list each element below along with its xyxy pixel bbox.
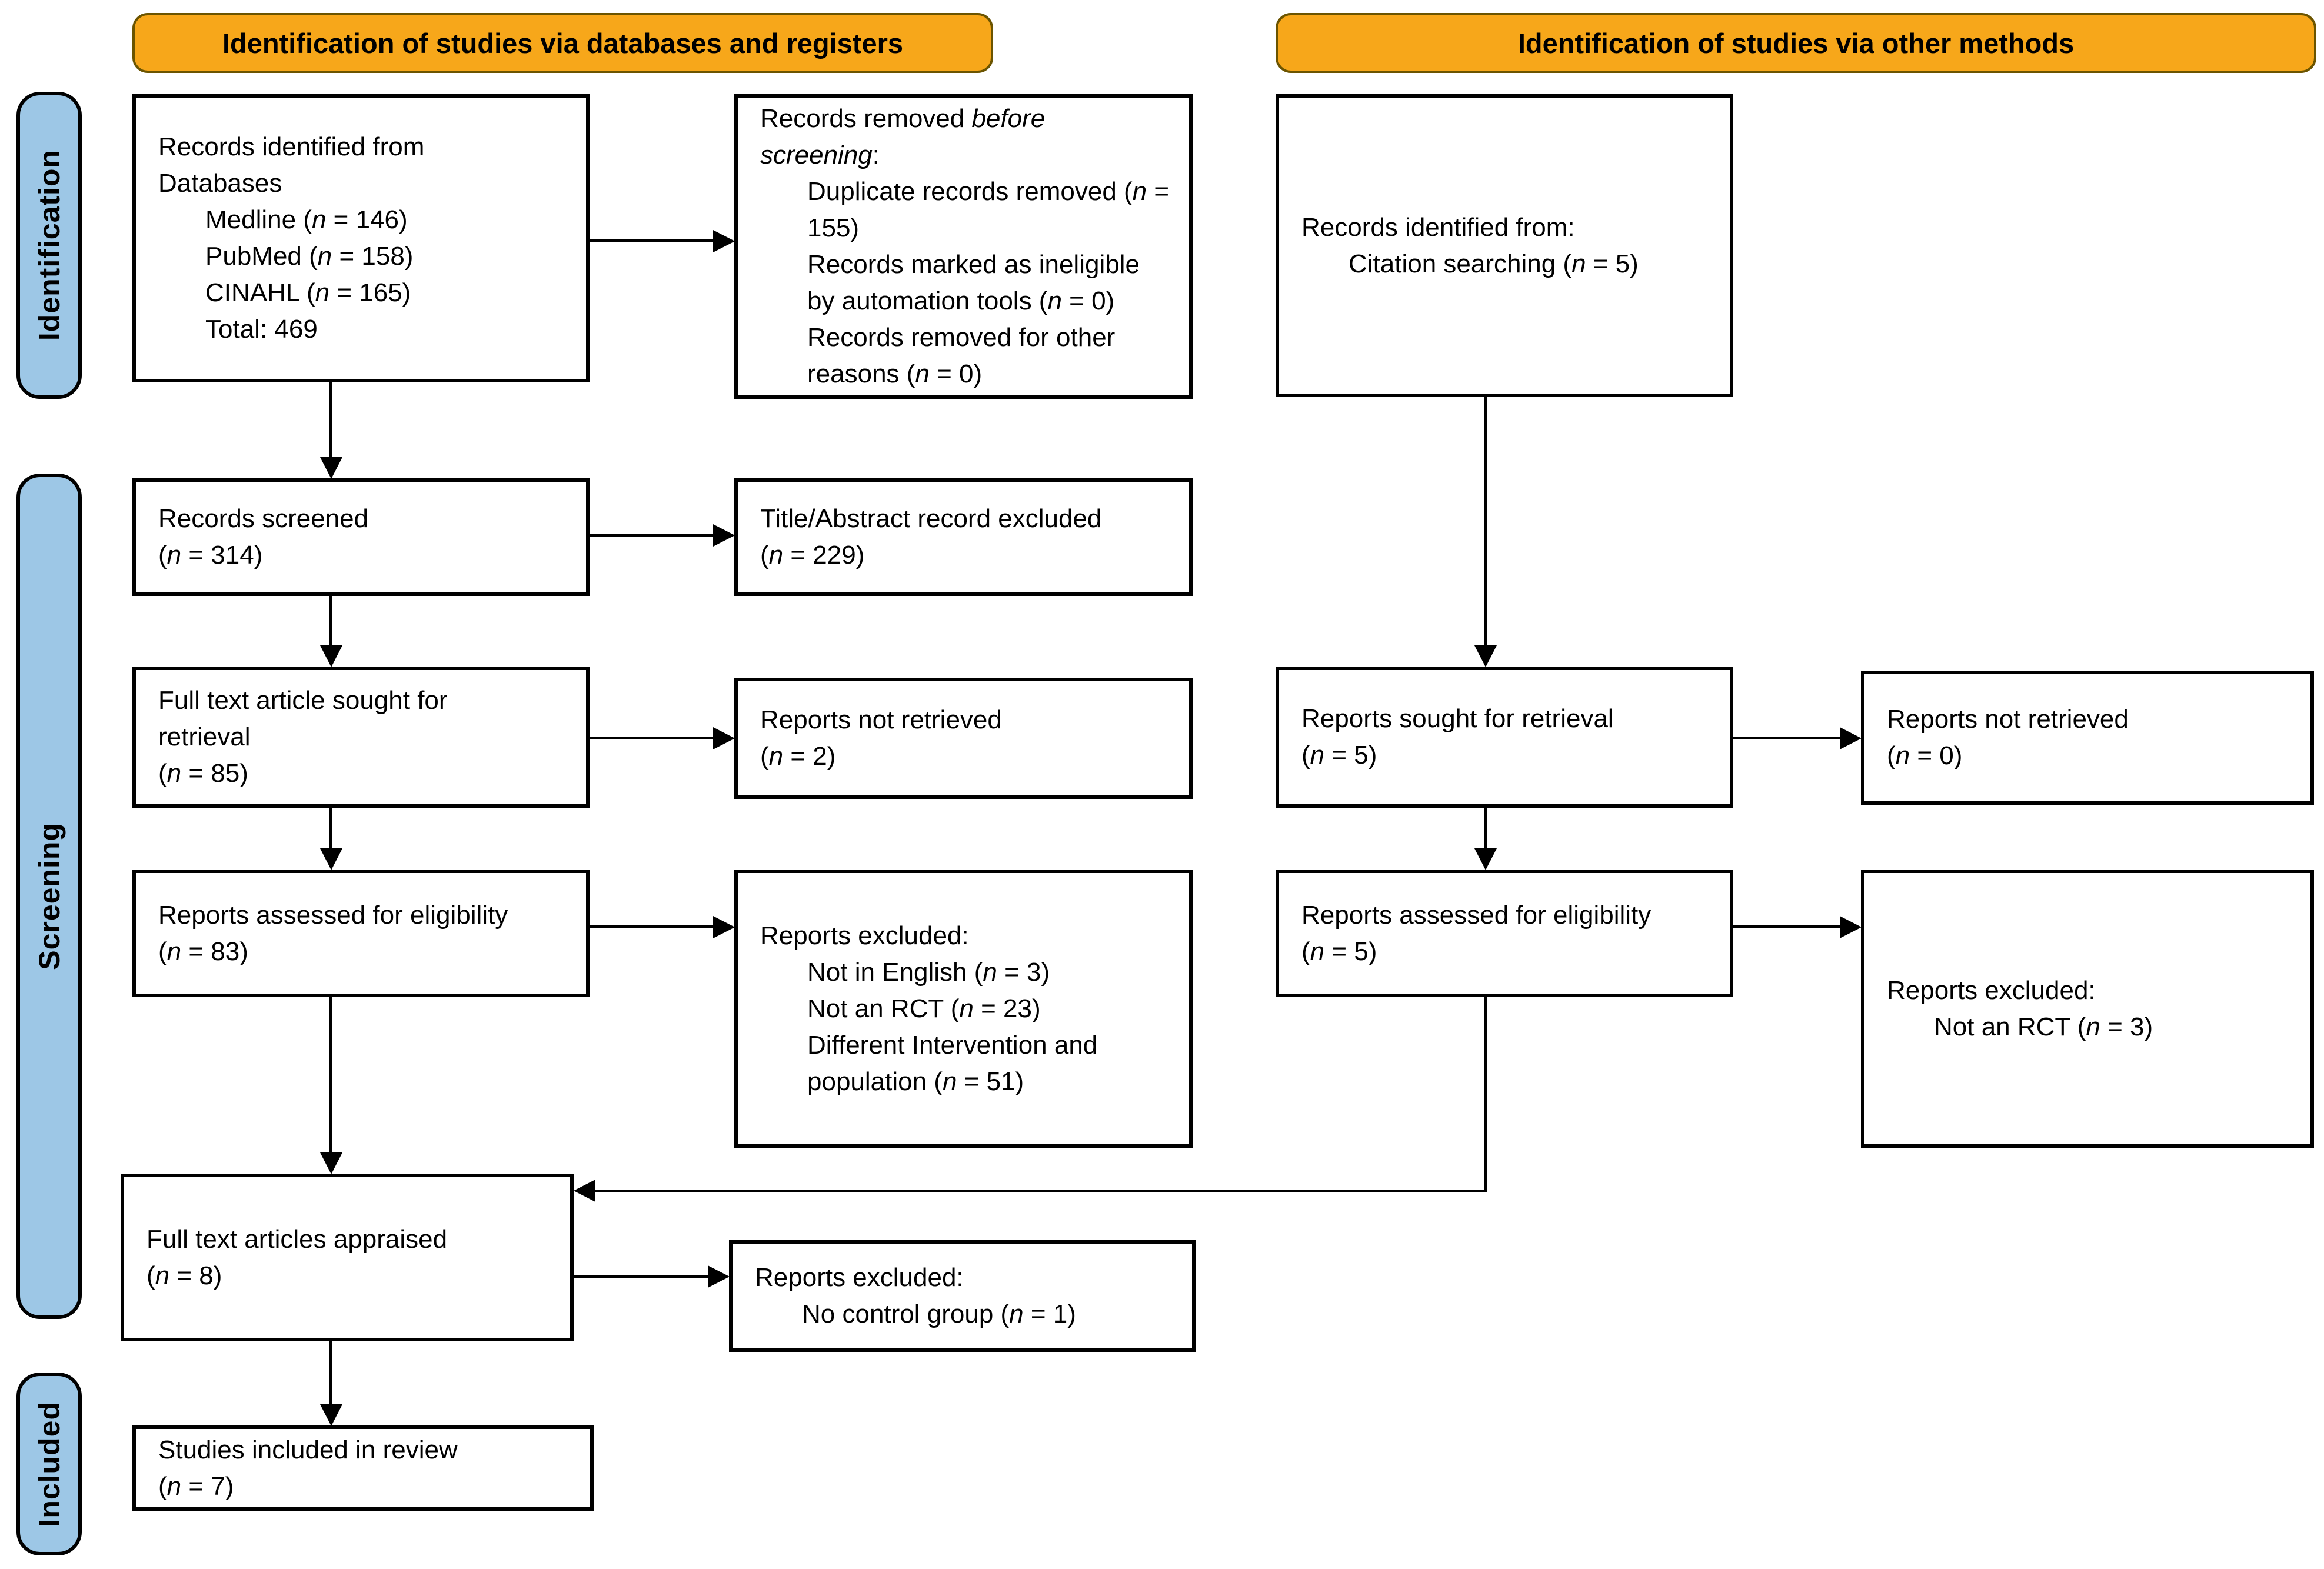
box-text-line: Not an RCT (n = 3) xyxy=(1934,1012,2153,1041)
stage-screening-label: Screening xyxy=(32,822,66,970)
box-reports-excluded-right: Reports excluded: Not an RCT (n = 3) xyxy=(1861,870,2314,1148)
box-fulltext-sought: Full text article sought for retrieval (n … xyxy=(132,667,590,808)
box-text-line: (n = 5) xyxy=(1301,937,1377,966)
box-text-line: Reports excluded: xyxy=(1887,975,2096,1005)
banner-other-methods: Identification of studies via other meth… xyxy=(1276,13,2316,73)
box-text-line: Citation searching (n = 5) xyxy=(1349,249,1639,278)
box-text-line: Records removed for other reasons (n = 0… xyxy=(807,323,1116,388)
box-text-line: (n = 8) xyxy=(147,1261,222,1290)
box-reports-not-retrieved-left: Reports not retrieved (n = 2) xyxy=(734,678,1193,799)
box-text-line: Records screened xyxy=(158,504,369,533)
box-text-line: Full text article sought for xyxy=(158,686,448,715)
box-text-line: (n = 85) xyxy=(158,759,248,788)
box-reports-excluded-left: Reports excluded: Not in English (n = 3) N… xyxy=(734,870,1193,1148)
box-text-line: Reports assessed for eligibility xyxy=(1301,900,1652,930)
box-records-removed: Records removed before screening: Duplica… xyxy=(734,94,1193,399)
stage-identification: Identification xyxy=(16,92,82,399)
box-text-line: (n = 83) xyxy=(158,937,248,966)
box-reports-assessed-left: Reports assessed for eligibility (n = 83) xyxy=(132,870,590,997)
box-reports-not-retrieved-right: Reports not retrieved (n = 0) xyxy=(1861,671,2314,805)
banner-databases-registers-label: Identification of studies via databases … xyxy=(222,27,904,59)
box-reports-excluded-nocontrol: Reports excluded: No control group (n = 1… xyxy=(729,1240,1196,1352)
box-records-citation: Records identified from: Citation searchi… xyxy=(1276,94,1733,397)
box-text-line: Databases xyxy=(158,169,282,198)
box-reports-sought-right: Reports sought for retrieval (n = 5) xyxy=(1276,667,1733,808)
stage-included: Included xyxy=(16,1373,82,1555)
banner-other-methods-label: Identification of studies via other meth… xyxy=(1517,27,2075,59)
box-text-line: Records identified from: xyxy=(1301,212,1575,242)
box-text-line: Reports sought for retrieval xyxy=(1301,704,1614,733)
box-records-screened: Records screened (n = 314) xyxy=(132,478,590,596)
box-text-line: Not an RCT (n = 23) xyxy=(807,994,1041,1023)
box-text-line: No control group (n = 1) xyxy=(802,1300,1076,1328)
box-text-line: Different Intervention and population (n… xyxy=(807,1030,1098,1096)
box-studies-included: Studies included in review (n = 7) xyxy=(132,1425,594,1511)
box-reports-assessed-right: Reports assessed for eligibility (n = 5) xyxy=(1276,870,1733,997)
box-text-line: Reports assessed for eligibility xyxy=(158,900,508,930)
box-text-line: Full text articles appraised xyxy=(147,1224,448,1254)
box-text-line: (n = 314) xyxy=(158,541,263,569)
stage-identification-label: Identification xyxy=(32,149,66,341)
box-text-line: Records removed before screening: xyxy=(760,104,1046,169)
box-text-line: Reports not retrieved xyxy=(1887,705,2129,734)
box-text-line: Reports not retrieved xyxy=(760,705,1002,734)
box-fulltext-appraised: Full text articles appraised (n = 8) xyxy=(121,1174,574,1341)
box-text-line: (n = 2) xyxy=(760,742,836,771)
box-text-line: Not in English (n = 3) xyxy=(807,957,1050,987)
box-text-line: Records marked as ineligible by automati… xyxy=(807,250,1140,315)
box-text-line: Studies included in review xyxy=(158,1435,458,1464)
box-text-line: Title/Abstract record excluded xyxy=(760,504,1102,533)
box-text-line: (n = 229) xyxy=(760,541,865,569)
box-text-line: Records identified from xyxy=(158,132,425,161)
box-text-line: Reports excluded: xyxy=(760,921,969,950)
box-text-line: Medline (n = 146) xyxy=(205,205,408,234)
box-text-line: Total: 469 xyxy=(205,315,318,344)
banner-databases-registers: Identification of studies via databases … xyxy=(132,13,993,73)
box-text-line: Duplicate records removed (n = 155) xyxy=(807,177,1170,242)
box-text-line: retrieval xyxy=(158,722,251,751)
box-text-line: (n = 5) xyxy=(1301,741,1377,769)
box-text-line: CINAHL (n = 165) xyxy=(205,278,411,307)
box-text-line: (n = 0) xyxy=(1887,741,1963,770)
stage-included-label: Included xyxy=(32,1401,66,1527)
box-text-line: (n = 7) xyxy=(158,1471,234,1501)
box-title-abstract-excluded: Title/Abstract record excluded (n = 229) xyxy=(734,478,1193,596)
stage-screening: Screening xyxy=(16,474,82,1319)
box-text-line: Reports excluded: xyxy=(755,1263,964,1292)
box-text-line: PubMed (n = 158) xyxy=(205,242,414,271)
